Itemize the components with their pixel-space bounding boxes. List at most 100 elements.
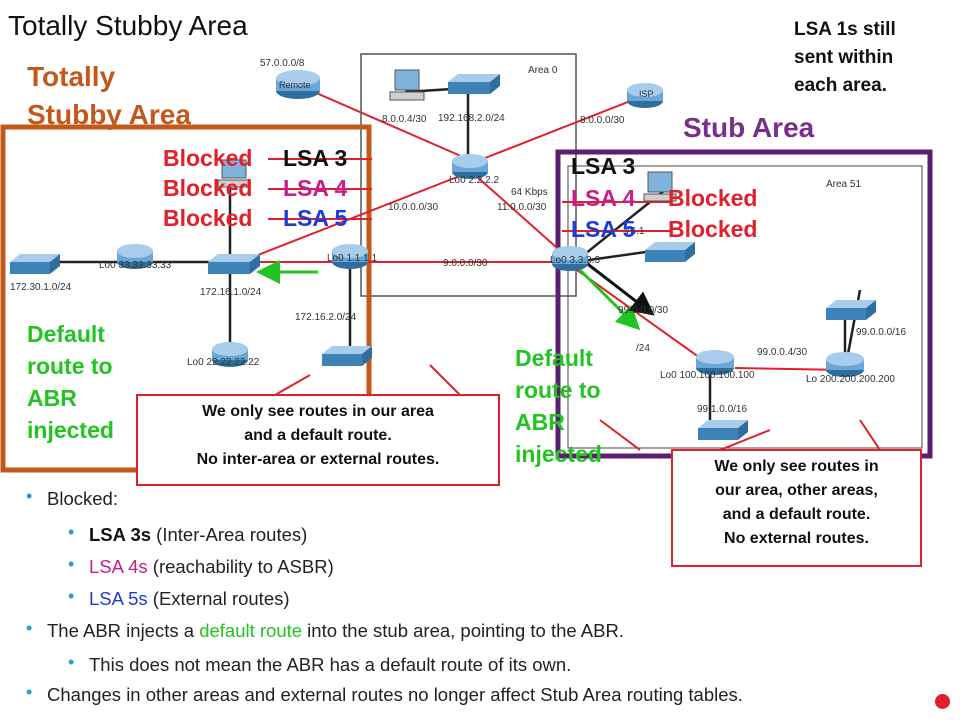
net-label-172-30: 172.30.1.0/24 — [10, 282, 72, 293]
switch-icon-172-30 — [10, 254, 60, 274]
blocked-label-lsa4-right: Blocked — [668, 185, 758, 211]
net-label-99-0-0-4: 99.0.0.4/30 — [757, 347, 808, 358]
sub-bullet-item: •LSA 4s (reachability to ASBR) — [68, 554, 334, 578]
device-label-remote: Remote — [279, 80, 311, 90]
net-label-192: 192.168.2.0/24 — [438, 113, 505, 124]
net-fragment-76: 76.1 — [625, 226, 645, 237]
bullet-icon: • — [68, 522, 75, 542]
default-route-arrow-right — [578, 268, 641, 331]
router-icon-remote — [276, 70, 320, 99]
switch-icon-99-0 — [826, 300, 876, 320]
blocked-label-lsa3: Blocked — [163, 145, 253, 171]
lsa4-label-left: LSA 4 — [283, 175, 348, 201]
bullet-text: Changes in other areas and external rout… — [47, 684, 743, 705]
lsa1-note: LSA 1s still sent within each area. — [794, 19, 896, 96]
route-arrow-black — [584, 260, 655, 316]
stub-area-heading: Stub Area — [683, 112, 815, 143]
slide-title: Totally Stubby Area — [8, 10, 248, 41]
loopback-label-3-3-3-3: Lo0 3.3.3.3 — [550, 255, 601, 266]
default-route-note-left: Default route to ABR injected — [27, 321, 114, 443]
link-speed-label: 64 Kbps — [511, 187, 548, 198]
red-dot-marker — [935, 694, 950, 709]
net-label-172-16-1: 172.16.1.0/24 — [200, 287, 262, 298]
area51-inner-box — [567, 165, 923, 449]
lsa5-label-right: LSA 5 — [571, 216, 636, 242]
net-label-10: 10.0.0.0/30 — [388, 202, 439, 213]
default-route-note-right: Default route to ABR injected — [515, 345, 602, 467]
net-label-11: 11.0.0.0/30 — [497, 202, 547, 213]
router-icon-100-100-100-100 — [696, 350, 734, 375]
totally-stubby-area-heading: Totally Stubby Area — [27, 61, 191, 130]
switch-icon-172-16-1 — [208, 254, 260, 274]
left-callout-pointer — [274, 374, 311, 396]
bullet-text: Blocked: — [47, 488, 118, 509]
router-icon-33-33-33-33 — [117, 244, 153, 269]
right-callout-pointer-2 — [859, 419, 881, 451]
bullet-icon: • — [68, 652, 75, 672]
bullet-item: • Blocked: — [26, 486, 118, 510]
bullet-icon: • — [68, 586, 75, 606]
pc-icon-area51 — [643, 171, 677, 202]
bullet-item: • The ABR injects a default route into th… — [26, 618, 624, 642]
area0-box — [360, 53, 577, 297]
router-icon-200-200-200-200 — [826, 352, 864, 377]
bullet-text: (Inter-Area routes) — [151, 524, 308, 545]
device-label-isp: ISP — [639, 89, 654, 99]
loopback-label-2-2-2-2: Lo0 2.2.2.2 — [449, 175, 500, 186]
sub-bullet-item: • This does not mean the ABR has a defaul… — [68, 652, 572, 676]
blocked-label-lsa5-right: Blocked — [668, 216, 758, 242]
net-fragment-24: /24 — [636, 343, 650, 354]
loopback-label-1-1-1-1: Lo0 1.1.1.1 — [327, 253, 378, 264]
callout-stub-area: We only see routes in our area, other ar… — [671, 449, 922, 567]
right-callout-pointer-3 — [599, 419, 641, 451]
sub-bullet-item: • LSA 3s (Inter-Area routes) — [68, 522, 308, 546]
lsa5-label-left: LSA 5 — [283, 205, 348, 231]
blocked-label-lsa5: Blocked — [163, 205, 253, 231]
blocked-label-lsa4: Blocked — [163, 175, 253, 201]
area0-label: Area 0 — [528, 65, 558, 76]
bullet-text: LSA 3s — [89, 524, 152, 545]
pc-icon-tsa — [217, 159, 251, 188]
bullet-text: The ABR injects a — [47, 620, 200, 641]
bullet-text: This does not mean the ABR has a default… — [89, 654, 572, 675]
net-label-9: 9.0.0.0/30 — [443, 258, 488, 269]
bullet-item: • Changes in other areas and external rou… — [26, 682, 743, 706]
switch-icon-area51-a — [645, 242, 695, 262]
net-label-99-1: 99.1.0.0/16 — [697, 404, 748, 415]
loopback-label-22: Lo0 22.22.22.22 — [187, 357, 260, 368]
bullet-icon: • — [26, 682, 33, 702]
bullet-icon: • — [26, 486, 33, 506]
switch-icon-192 — [448, 74, 500, 94]
net-label-99-16: 99.0.0.0/16 — [856, 327, 907, 338]
router-icon-1-1-1-1 — [332, 244, 368, 269]
lsa4-label-right: LSA 4 — [571, 185, 636, 211]
net-label-99-0-0-0-30: 99.0.0.0/30 — [618, 305, 669, 316]
net-label-57: 57.0.0.0/8 — [260, 58, 305, 69]
callout-totally-stubby: We only see routes in our area and a def… — [136, 394, 500, 486]
area51-label: Area 51 — [826, 179, 862, 190]
loopback-label-200: Lo 200.200.200.200 — [806, 374, 895, 385]
bullet-icon: • — [26, 618, 33, 638]
pc-icon-area0 — [389, 69, 425, 101]
right-callout-pointer — [719, 429, 771, 451]
lsa3-label-left: LSA 3 — [283, 145, 348, 171]
lsa3-label-right: LSA 3 — [571, 153, 636, 179]
bullet-text: into the stub area, pointing to the ABR. — [302, 620, 624, 641]
red-wan-links — [239, 84, 846, 371]
bullet-text: (External routes) — [147, 588, 290, 609]
bullet-text: default route — [199, 620, 303, 641]
loopback-label-33: Lo0 33.33.33.33 — [99, 260, 172, 271]
bullet-icon: • — [68, 554, 75, 574]
router-icon-isp — [627, 83, 663, 108]
router-icon-22-22-22-22 — [212, 342, 248, 367]
left-callout-pointer-2 — [429, 364, 461, 396]
sub-bullet-item: • LSA 5s (External routes) — [68, 586, 290, 610]
router-icon-3-3-3-3 — [552, 246, 588, 271]
net-label-8-0-0-0: 8.0.0.0/30 — [580, 115, 625, 126]
router-icon-2-2-2-2 — [452, 154, 488, 179]
net-label-172-16-2: 172.16.2.0/24 — [295, 312, 357, 323]
bullet-text: (reachability to ASBR) — [147, 556, 334, 577]
bullet-text: LSA 5s — [89, 588, 148, 609]
